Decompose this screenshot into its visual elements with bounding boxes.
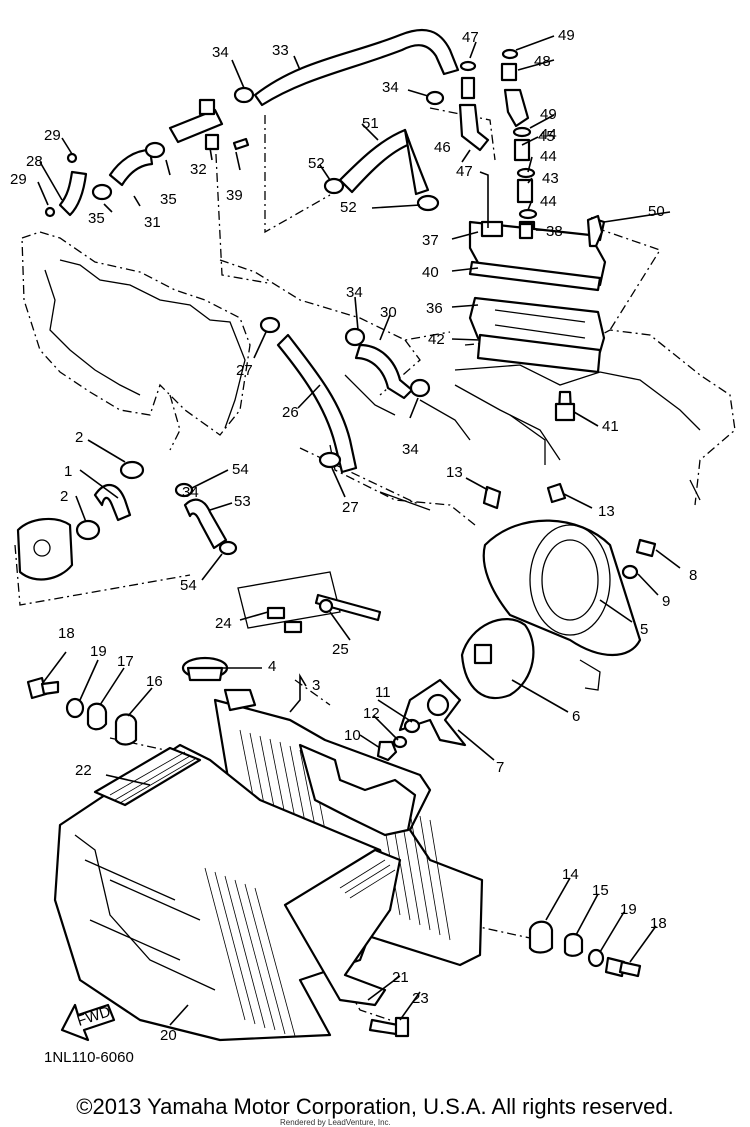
part-number: 37 — [422, 232, 439, 249]
part-number: 49 — [558, 27, 575, 44]
part-number: 52 — [340, 199, 357, 216]
part-number: 31 — [144, 214, 161, 231]
leader-lines — [37, 35, 681, 1026]
part-number: 23 — [412, 990, 429, 1007]
part-number: 38 — [546, 223, 563, 240]
part-number: 11 — [375, 684, 391, 701]
part-number: 39 — [226, 187, 243, 204]
part-number: 20 — [160, 1027, 177, 1044]
part-number: 30 — [380, 304, 397, 321]
part-number: 29 — [10, 171, 27, 188]
part-number: 8 — [689, 567, 697, 584]
radiator-assembly — [53, 656, 484, 1042]
part-number: 13 — [446, 464, 463, 481]
part-number: 34 — [346, 284, 363, 301]
part-number: 47 — [462, 29, 479, 46]
part-number: 24 — [215, 615, 232, 632]
fan-assembly — [398, 519, 642, 747]
part-number: 9 — [662, 593, 670, 610]
part-number: 3 — [312, 677, 320, 694]
part-number: 6 — [572, 708, 580, 725]
fwd-arrow: FWD — [60, 1003, 116, 1042]
part-number: 36 — [426, 300, 443, 317]
part-number: 18 — [58, 625, 75, 642]
part-number: 13 — [598, 503, 615, 520]
part-number: 53 — [234, 493, 251, 510]
part-number: 43 — [542, 170, 559, 187]
shroud-mesh — [109, 751, 196, 804]
part-number: 26 — [282, 404, 299, 421]
drawing-code: 1NL110-6060 — [44, 1049, 134, 1066]
part-number: 19 — [90, 643, 107, 660]
part-number: 5 — [640, 621, 648, 638]
rendered-by-credit: Rendered by LeadVenture, Inc. — [280, 1118, 391, 1127]
part-number: 10 — [344, 727, 361, 744]
part-number: 2 — [60, 488, 68, 505]
part-number: 14 — [562, 866, 579, 883]
part-number: 52 — [308, 155, 325, 172]
part-number: 29 — [44, 127, 61, 144]
part-number: 41 — [602, 418, 619, 435]
part-number: 7 — [496, 759, 504, 776]
reservoir-assembly — [468, 216, 607, 414]
part-number: 15 — [592, 882, 609, 899]
fasteners — [26, 214, 657, 1038]
part-number: 44 — [540, 193, 557, 210]
part-number: 22 — [75, 762, 92, 779]
part-number: 33 — [272, 42, 289, 59]
part-number: 1 — [64, 463, 72, 480]
part-number: 49 — [540, 106, 557, 123]
copyright-notice: ©2013 Yamaha Motor Corporation, U.S.A. A… — [76, 1094, 674, 1119]
part-number: 54 — [180, 577, 197, 594]
part-number: 45 — [538, 128, 555, 145]
part-number: 35 — [88, 210, 105, 227]
part-number: 16 — [146, 673, 163, 690]
coolant-hoses — [16, 28, 538, 581]
part-number: 54 — [232, 461, 249, 478]
part-number: 34 — [402, 441, 419, 458]
part-number: 44 — [540, 126, 557, 143]
part-number: 27 — [236, 362, 253, 379]
part-number: 27 — [342, 499, 359, 516]
part-number: 34 — [182, 484, 199, 501]
part-number: 40 — [422, 264, 439, 281]
parts-diagram: FWD — [10, 27, 736, 1066]
part-number: 32 — [190, 161, 207, 178]
part-number: 48 — [534, 53, 551, 70]
part-number: 46 — [434, 139, 451, 156]
part-number: 44 — [540, 148, 557, 165]
part-number: 25 — [332, 641, 349, 658]
part-number-labels: 1 2 2 3 4 5 6 7 8 9 10 11 12 13 13 14 15… — [10, 27, 697, 1044]
side-cover-mesh — [339, 859, 396, 899]
part-number: 47 — [456, 163, 473, 180]
part-number: 12 — [363, 705, 380, 722]
part-number: 34 — [212, 44, 229, 61]
part-number: 50 — [648, 203, 665, 220]
part-number: 2 — [75, 429, 83, 446]
part-number: 17 — [117, 653, 134, 670]
part-number: 19 — [620, 901, 637, 918]
shroud-fins — [204, 867, 296, 1037]
part-number: 42 — [428, 331, 445, 348]
part-number: 28 — [26, 153, 43, 170]
part-number: 21 — [392, 969, 409, 986]
part-number: 34 — [382, 79, 399, 96]
part-number: 35 — [160, 191, 177, 208]
part-number: 4 — [268, 658, 276, 675]
part-number: 51 — [362, 115, 379, 132]
engine-block — [44, 259, 701, 511]
part-number: 18 — [650, 915, 667, 932]
